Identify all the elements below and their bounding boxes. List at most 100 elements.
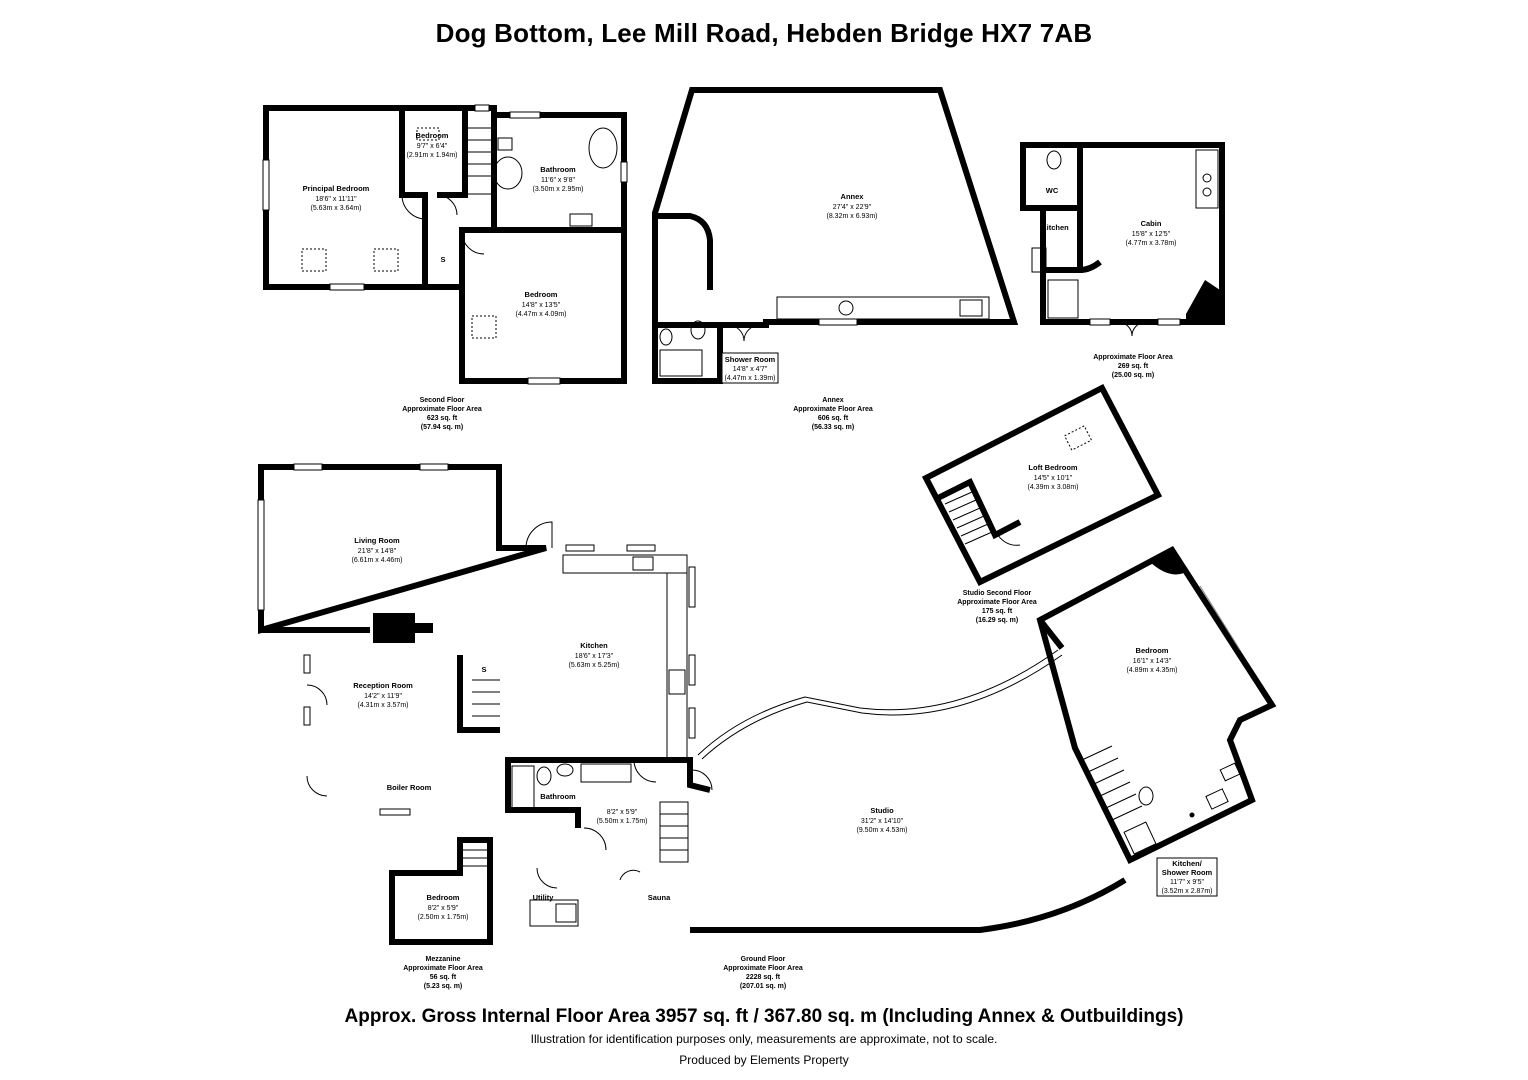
door-swing bbox=[401, 194, 427, 220]
room-dim: (4.89m x 4.35m) bbox=[1127, 667, 1178, 674]
window bbox=[565, 544, 595, 552]
window bbox=[688, 654, 696, 686]
kitchen-counter bbox=[776, 296, 990, 320]
studio-bedroom-walls bbox=[1036, 546, 1277, 865]
studio-second-floor-plan: Loft Bedroom 14'5" x 10'1" (4.39m x 3.08… bbox=[921, 383, 1163, 586]
room-dim: (5.50m x 1.75m) bbox=[597, 818, 648, 825]
area-label: 175 sq. ft bbox=[982, 608, 1013, 615]
room-dim: 11'7" x 9'5" bbox=[1170, 879, 1204, 886]
room-name: Loft Bedroom bbox=[1028, 463, 1077, 472]
window bbox=[257, 499, 265, 611]
stair-walls bbox=[457, 655, 500, 733]
toilet-icon bbox=[1138, 786, 1154, 806]
fireplace-icon bbox=[373, 613, 415, 643]
door-swing bbox=[306, 775, 328, 797]
door-swing bbox=[306, 684, 328, 706]
window bbox=[329, 283, 365, 291]
hob-icon bbox=[668, 669, 686, 695]
room-name: Living Room bbox=[354, 536, 400, 545]
area-label: Approximate Floor Area bbox=[1093, 354, 1173, 361]
window bbox=[527, 377, 561, 385]
basin-icon bbox=[556, 763, 574, 777]
loft-walls bbox=[921, 383, 1163, 586]
window bbox=[262, 159, 270, 211]
room-dim: 8'2" x 5'9" bbox=[607, 809, 638, 816]
skylight-icon bbox=[373, 248, 399, 272]
room-dim: 14'8" x 4'7" bbox=[733, 366, 768, 373]
room-dim: (4.47m x 1.39m) bbox=[725, 375, 776, 382]
studio-curved-glazing-inner bbox=[701, 654, 1063, 760]
window bbox=[620, 161, 628, 183]
area-label: (57.94 sq. m) bbox=[421, 424, 463, 431]
window bbox=[474, 104, 490, 112]
cabin-plan: WC Kitchen Cabin 15'8" x 12'5" (4.77m x … bbox=[1020, 142, 1225, 337]
stove-icon bbox=[1186, 280, 1220, 322]
disclaimer: Illustration for identification purposes… bbox=[530, 1032, 998, 1046]
loft-stair-wall bbox=[936, 477, 1022, 540]
room-name: Kitchen bbox=[1041, 223, 1069, 232]
room-name: WC bbox=[1046, 186, 1059, 195]
room-dim: 8'2" x 5'9" bbox=[428, 905, 459, 912]
toilet-icon bbox=[536, 766, 552, 786]
studio-corner-stove bbox=[1150, 550, 1186, 575]
room-dim: (4.31m x 3.57m) bbox=[358, 702, 409, 709]
area-label: Approximate Floor Area bbox=[403, 965, 483, 972]
window bbox=[293, 463, 323, 471]
window bbox=[419, 463, 449, 471]
window bbox=[303, 654, 311, 674]
bathroom-counter bbox=[580, 763, 632, 783]
second-floor-area-label: Second Floor Approximate Floor Area 623 … bbox=[402, 397, 482, 431]
plan-title: Dog Bottom, Lee Mill Road, Hebden Bridge… bbox=[435, 18, 1093, 48]
skylight-icon bbox=[301, 248, 327, 272]
room-name: Kitchen/ bbox=[1172, 859, 1203, 868]
window bbox=[509, 111, 541, 119]
room-dim: 31'2" x 14'10" bbox=[861, 818, 904, 825]
mezzanine-walls bbox=[389, 837, 493, 945]
room-dim: (5.63m x 5.25m) bbox=[569, 662, 620, 669]
cabin-counter bbox=[1195, 149, 1219, 209]
room-name: Bathroom bbox=[540, 792, 576, 801]
sink-icon bbox=[632, 556, 654, 571]
room-dim: 18'6" x 17'3" bbox=[575, 653, 614, 660]
main-house-walls bbox=[496, 467, 526, 551]
room-dim: (8.32m x 6.93m) bbox=[827, 213, 878, 220]
door-swing bbox=[536, 867, 558, 889]
area-label: Approximate Floor Area bbox=[723, 965, 803, 972]
room-dim: 14'5" x 10'1" bbox=[1034, 475, 1073, 482]
bath-tub-icon bbox=[588, 127, 618, 169]
loft-stairs bbox=[944, 491, 993, 545]
room-dim: (4.47m x 4.09m) bbox=[516, 311, 567, 318]
shower-tray-icon bbox=[659, 349, 703, 377]
area-label: 56 sq. ft bbox=[430, 974, 457, 981]
room-dim: 27'4" x 22'9" bbox=[833, 204, 872, 211]
bath-tub-icon bbox=[511, 765, 535, 809]
landing-walls bbox=[425, 230, 465, 290]
window bbox=[688, 707, 696, 739]
kitchen-counter-side bbox=[666, 572, 688, 759]
room-name: S bbox=[481, 665, 486, 674]
room-dim: (4.77m x 3.78m) bbox=[1126, 240, 1177, 247]
door-swing bbox=[997, 534, 1021, 546]
area-label: (56.33 sq. m) bbox=[812, 424, 854, 431]
window bbox=[626, 544, 656, 552]
area-label: (16.29 sq. m) bbox=[976, 617, 1018, 624]
skylight-icon bbox=[1063, 425, 1093, 451]
room-name: Principal Bedroom bbox=[303, 184, 370, 193]
second-floor-plan: Bedroom 9'7" x 6'4" (2.91m x 1.94m) Prin… bbox=[262, 104, 628, 385]
room-name: Shower Room bbox=[1162, 868, 1213, 877]
shower-tray-icon bbox=[1123, 821, 1157, 855]
second-bedroom-walls bbox=[459, 227, 627, 384]
door-swing bbox=[436, 194, 458, 216]
toilet-icon bbox=[497, 137, 513, 151]
room-name: Utility bbox=[533, 893, 555, 902]
area-label: (207.01 sq. m) bbox=[740, 983, 786, 990]
stair-treads bbox=[467, 139, 492, 177]
area-label: Approximate Floor Area bbox=[402, 406, 482, 413]
room-dim: (4.39m x 3.08m) bbox=[1028, 484, 1079, 491]
sink-icon bbox=[555, 903, 577, 923]
toilet-icon bbox=[1046, 150, 1062, 170]
area-label: 623 sq. ft bbox=[427, 415, 458, 422]
studio-bedroom-inner bbox=[1037, 618, 1065, 650]
annex-interior-wall bbox=[655, 213, 713, 290]
